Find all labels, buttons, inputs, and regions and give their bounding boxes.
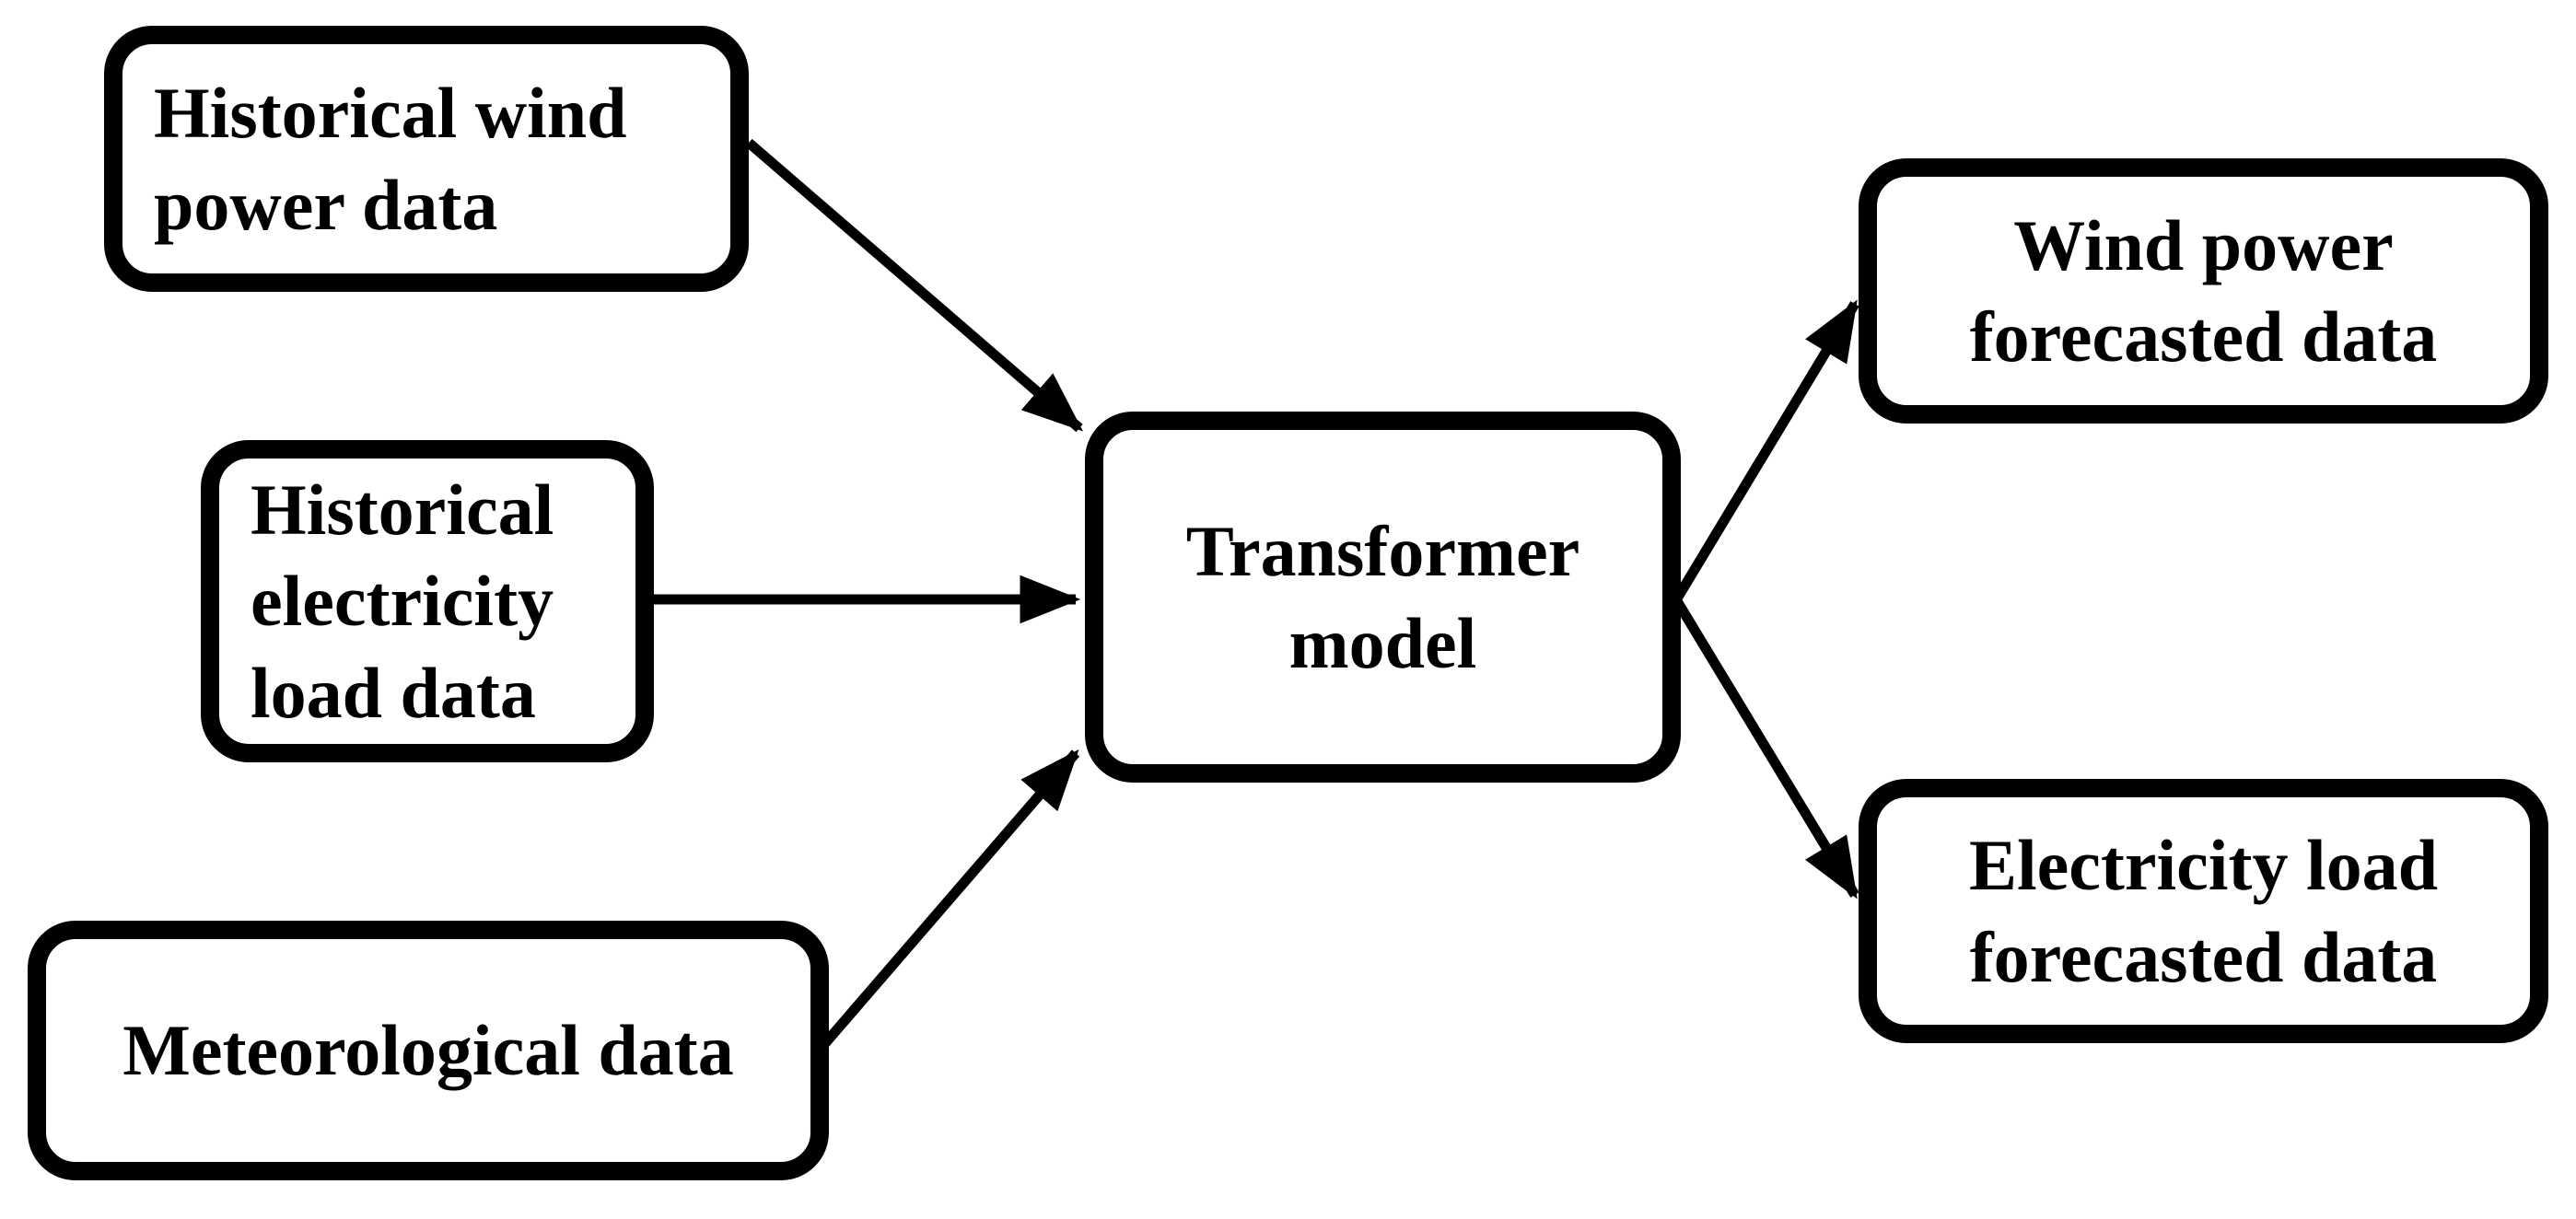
node-transformer-model: Transformer model: [1085, 412, 1681, 783]
node-label: Wind power forecasted data: [1969, 204, 2438, 377]
node-electricity-load-forecasted-data: Electricity load forecasted data: [1859, 779, 2548, 1043]
node-meteorological-data: Meteorological data: [28, 921, 829, 1180]
node-label: Transformer model: [1185, 511, 1580, 683]
edge-transformer-to-wind-forecast: [1673, 299, 1859, 601]
edge-transformer-to-load-forecast: [1673, 598, 1859, 900]
edge-meteorological-to-transformer: [815, 749, 1080, 1053]
node-historical-electricity-load-data: Historical electricity load data: [201, 440, 654, 762]
edge-historical-wind-to-transformer: [745, 138, 1083, 433]
node-wind-power-forecasted-data: Wind power forecasted data: [1859, 158, 2548, 424]
node-label: Electricity load forecasted data: [1968, 825, 2439, 997]
node-historical-wind-power-data: Historical wind power data: [104, 26, 749, 292]
node-label: Historical electricity load data: [251, 470, 554, 733]
node-label: Historical wind power data: [154, 73, 627, 245]
node-label: Meteorological data: [122, 1010, 734, 1091]
